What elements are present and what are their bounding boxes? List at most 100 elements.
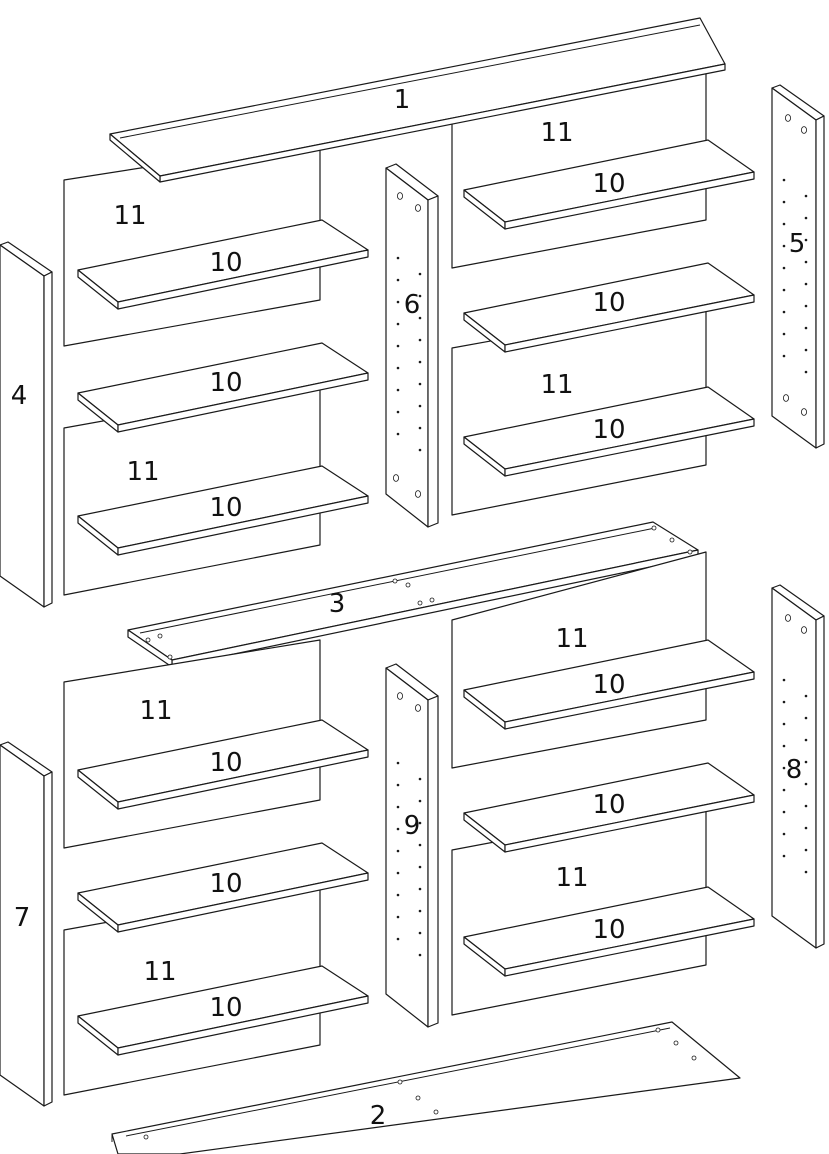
pin-hole bbox=[782, 332, 786, 336]
cam-hole bbox=[783, 394, 790, 402]
cam-hole bbox=[143, 1134, 149, 1140]
part-number-10: 10 bbox=[209, 993, 242, 1023]
pin-hole bbox=[396, 915, 400, 919]
pin-hole bbox=[804, 760, 808, 764]
shelf bbox=[77, 219, 369, 310]
pin-hole bbox=[396, 783, 400, 787]
pin-hole bbox=[804, 694, 808, 698]
pin-hole bbox=[396, 410, 400, 414]
shelf bbox=[463, 762, 755, 853]
part-number-10: 10 bbox=[209, 248, 242, 278]
shelf bbox=[463, 139, 755, 230]
shelf bbox=[77, 965, 369, 1056]
shelf bbox=[77, 342, 369, 433]
pin-hole bbox=[418, 821, 422, 825]
part-number-4: 4 bbox=[11, 381, 28, 411]
cam-hole bbox=[785, 114, 792, 122]
part-number-2: 2 bbox=[370, 1101, 387, 1131]
cam-hole bbox=[417, 600, 423, 606]
pin-hole bbox=[396, 893, 400, 897]
cam-hole bbox=[415, 1095, 421, 1101]
pin-hole bbox=[782, 832, 786, 836]
part-number-10: 10 bbox=[592, 169, 625, 199]
cam-hole bbox=[392, 578, 398, 584]
pin-hole bbox=[782, 810, 786, 814]
pin-hole bbox=[418, 931, 422, 935]
pin-hole bbox=[782, 700, 786, 704]
top-board bbox=[109, 17, 726, 183]
right-lower-side-panel bbox=[771, 584, 825, 949]
pin-hole bbox=[782, 744, 786, 748]
cam-hole bbox=[651, 525, 657, 531]
bottom-board bbox=[111, 1021, 741, 1154]
part-number-11: 11 bbox=[540, 118, 573, 148]
pin-hole bbox=[418, 294, 422, 298]
pin-hole bbox=[782, 310, 786, 314]
pin-hole bbox=[418, 865, 422, 869]
pin-hole bbox=[418, 338, 422, 342]
cam-hole bbox=[655, 1027, 661, 1033]
pin-hole bbox=[804, 738, 808, 742]
cam-hole bbox=[405, 582, 411, 588]
pin-hole bbox=[782, 178, 786, 182]
part-number-10: 10 bbox=[209, 368, 242, 398]
cam-hole bbox=[433, 1109, 439, 1115]
pin-hole bbox=[396, 344, 400, 348]
pin-hole bbox=[396, 805, 400, 809]
cam-hole bbox=[157, 633, 163, 639]
part-number-11: 11 bbox=[540, 370, 573, 400]
pin-hole bbox=[396, 256, 400, 260]
pin-hole bbox=[804, 216, 808, 220]
pin-hole bbox=[396, 937, 400, 941]
pin-hole bbox=[804, 194, 808, 198]
pin-hole bbox=[396, 761, 400, 765]
part-number-10: 10 bbox=[592, 670, 625, 700]
pin-hole bbox=[418, 448, 422, 452]
part-number-8: 8 bbox=[786, 755, 803, 785]
pin-hole bbox=[396, 849, 400, 853]
pin-hole bbox=[782, 200, 786, 204]
pin-hole bbox=[418, 953, 422, 957]
pin-hole bbox=[804, 826, 808, 830]
pin-hole bbox=[782, 678, 786, 682]
pin-hole bbox=[418, 843, 422, 847]
part-number-10: 10 bbox=[209, 869, 242, 899]
cam-hole bbox=[414, 204, 421, 212]
cam-hole bbox=[669, 537, 675, 543]
part-number-9: 9 bbox=[404, 811, 421, 841]
pin-hole bbox=[804, 716, 808, 720]
part-number-11: 11 bbox=[555, 624, 588, 654]
pin-hole bbox=[418, 799, 422, 803]
pin-hole bbox=[418, 426, 422, 430]
pin-hole bbox=[804, 848, 808, 852]
pin-hole bbox=[782, 354, 786, 358]
shelf bbox=[463, 386, 755, 477]
left-lower-side-panel bbox=[0, 741, 53, 1107]
shelf bbox=[77, 719, 369, 810]
cam-hole bbox=[801, 626, 808, 634]
pin-hole bbox=[804, 304, 808, 308]
part-number-7: 7 bbox=[14, 903, 31, 933]
lower-center-divider bbox=[385, 663, 439, 1028]
pin-hole bbox=[782, 722, 786, 726]
part-number-11: 11 bbox=[555, 863, 588, 893]
pin-hole bbox=[782, 288, 786, 292]
left-upper-side-panel bbox=[0, 241, 53, 608]
cam-hole bbox=[687, 549, 693, 555]
pin-hole bbox=[396, 366, 400, 370]
part-number-1: 1 bbox=[394, 85, 411, 115]
upper-center-divider bbox=[385, 163, 439, 528]
pin-hole bbox=[804, 370, 808, 374]
pin-hole bbox=[804, 804, 808, 808]
pin-hole bbox=[782, 766, 786, 770]
cam-hole bbox=[414, 490, 421, 498]
cam-hole bbox=[392, 474, 399, 482]
cam-hole bbox=[673, 1040, 679, 1046]
pin-hole bbox=[418, 272, 422, 276]
shelf bbox=[463, 639, 755, 730]
part-number-11: 11 bbox=[143, 957, 176, 987]
cam-hole bbox=[691, 1055, 697, 1061]
part-number-10: 10 bbox=[592, 288, 625, 318]
cam-hole bbox=[167, 654, 173, 660]
pin-hole bbox=[804, 348, 808, 352]
